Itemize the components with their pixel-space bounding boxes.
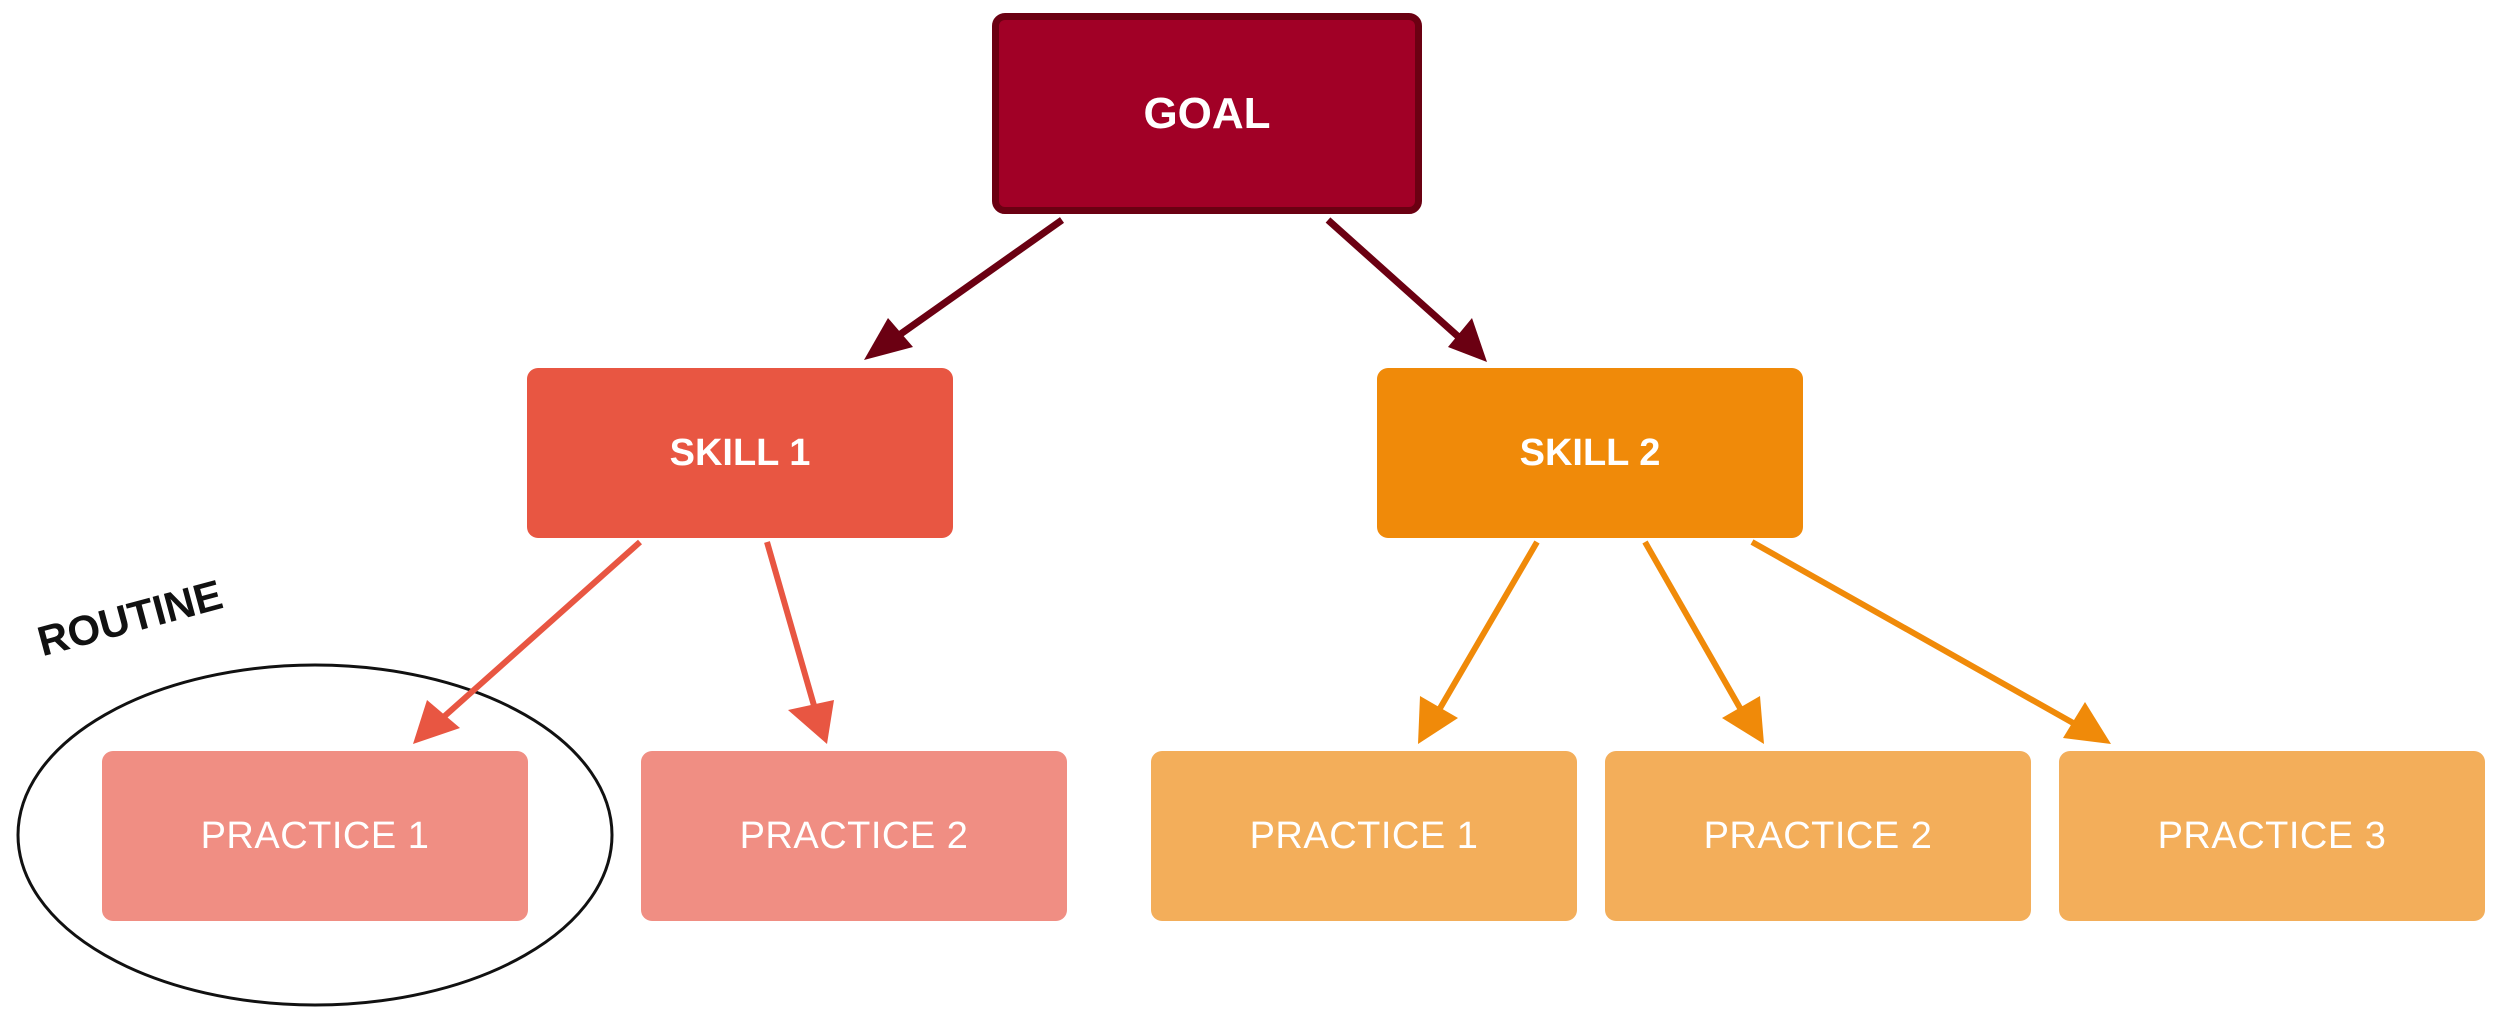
- arrow-skill2-to-practice2: [1642, 540, 1764, 744]
- arrow-skill2-to-practice3: [1750, 539, 2111, 744]
- arrow-skill1-to-practice1: [413, 539, 642, 744]
- arrow-goal-to-skill2: [1325, 217, 1487, 362]
- skill-1-node: SKILL 1: [527, 368, 953, 538]
- routine-ellipse: [16, 663, 614, 1007]
- skill-2-practice-3-node: PRACTICE 3: [2059, 751, 2485, 921]
- skill-1-practice-2-node: PRACTICE 2: [641, 751, 1067, 921]
- skill-1-label: SKILL 1: [669, 431, 811, 474]
- skill-2-node: SKILL 2: [1377, 368, 1803, 538]
- skill-2-practice-2-label: PRACTICE 2: [1703, 814, 1933, 857]
- skill-2-practice-2-node: PRACTICE 2: [1605, 751, 2031, 921]
- goal-label: GOAL: [1143, 88, 1271, 138]
- arrow-skill1-to-practice2: [764, 541, 834, 744]
- skill-2-practice-1-node: PRACTICE 1: [1151, 751, 1577, 921]
- arrow-skill2-to-practice1: [1418, 540, 1540, 744]
- goal-node: GOAL: [992, 13, 1422, 214]
- arrow-goal-to-skill1: [864, 217, 1065, 360]
- skill-1-practice-1-label: PRACTICE 1: [200, 814, 430, 857]
- skill-1-practice-1-node: PRACTICE 1: [102, 751, 528, 921]
- skill-2-practice-1-label: PRACTICE 1: [1249, 814, 1479, 857]
- skill-1-practice-2-label: PRACTICE 2: [739, 814, 969, 857]
- skill-2-label: SKILL 2: [1519, 431, 1661, 474]
- skill-2-practice-3-label: PRACTICE 3: [2157, 814, 2387, 857]
